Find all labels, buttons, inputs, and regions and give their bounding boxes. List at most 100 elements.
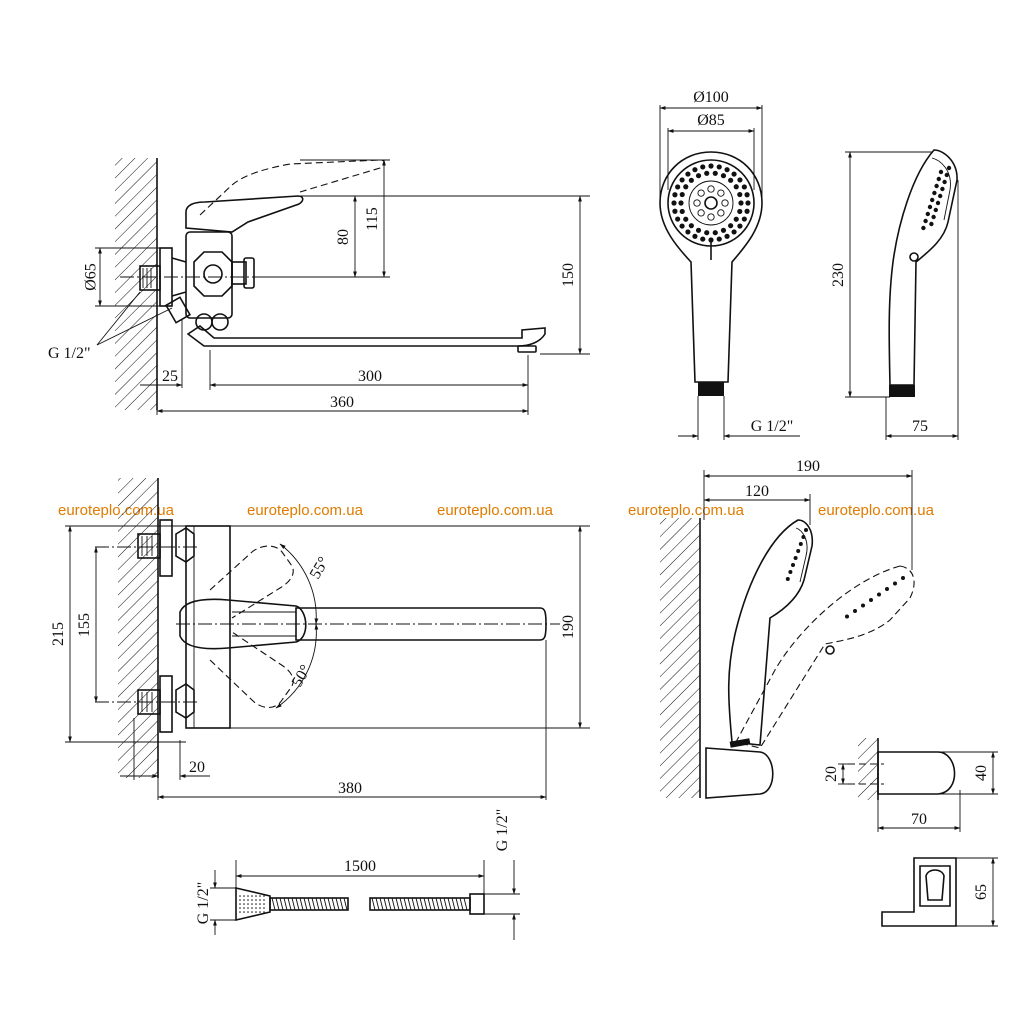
dim-g12-left: G 1/2": [195, 882, 212, 925]
watermark: euroteplo.com.ua: [247, 502, 364, 519]
nozzle: [737, 223, 743, 229]
shower-in-holder: [727, 519, 814, 746]
grid-dot: [263, 899, 265, 901]
nozzle: [692, 167, 698, 173]
dim-d230: 230: [830, 263, 847, 287]
grid-dot: [259, 907, 261, 909]
nozzle: [700, 164, 706, 170]
hose-coil: [439, 897, 444, 911]
nozzle: [737, 191, 743, 198]
hose-coil: [427, 897, 432, 911]
dim-d120: 120: [745, 483, 769, 500]
grid-dot: [243, 895, 245, 897]
nozzle: [737, 177, 743, 183]
nozzle: [675, 216, 681, 222]
grid-dot: [239, 895, 241, 897]
nozzle: [788, 570, 793, 574]
grid-dot: [263, 911, 265, 913]
nozzle: [683, 184, 689, 190]
wall-holder: [705, 747, 774, 799]
thread-connector: [698, 382, 724, 396]
hose-coil: [387, 897, 392, 911]
lever-handle: [185, 195, 304, 233]
watermark: euroteplo.com.ua: [818, 502, 935, 519]
nozzle: [901, 576, 905, 580]
grid-dot: [239, 903, 241, 905]
hose-view: 1500 G 1/2" G 1/2": [195, 809, 520, 940]
nozzle: [733, 216, 739, 222]
hose-coil: [399, 897, 404, 911]
shower-side-outline: [888, 149, 958, 386]
hose-coil: [431, 897, 436, 911]
nozzle: [930, 197, 935, 203]
hose-coils: [271, 897, 468, 911]
nozzle: [927, 204, 933, 210]
hose-coil: [463, 897, 468, 911]
nozzle: [793, 556, 798, 560]
nozzle: [933, 207, 938, 213]
dim-g12: G 1/2": [48, 345, 91, 362]
wall-hatch: [115, 158, 157, 410]
nozzle: [744, 192, 750, 198]
nozzle: [679, 191, 685, 198]
nozzle: [720, 227, 727, 233]
nozzle: [940, 186, 945, 192]
hose-coil: [423, 897, 428, 911]
dim-d80: 80: [335, 229, 352, 245]
nozzle: [785, 577, 790, 581]
bracket-body: [877, 751, 956, 795]
nozzle: [925, 211, 930, 217]
hose-coil: [307, 897, 312, 911]
nut: [193, 251, 233, 297]
spray-nozzles: [671, 163, 751, 243]
dim-d150: 150: [560, 263, 577, 287]
hose-coil: [415, 897, 420, 911]
nozzle: [672, 208, 678, 214]
nozzle: [675, 184, 681, 190]
grid-dot: [255, 907, 257, 909]
nozzle: [717, 189, 725, 197]
grid-dot: [251, 899, 253, 901]
hose-coil: [435, 897, 440, 911]
holder-side-view: 190 120: [660, 458, 915, 799]
grid-dot: [247, 907, 249, 909]
nozzle: [708, 163, 714, 169]
dim-d115: 115: [364, 207, 381, 230]
grid-dot: [255, 899, 257, 901]
hose-coil: [271, 897, 276, 911]
hose-coil: [447, 897, 452, 911]
nozzle: [861, 603, 865, 608]
side-nozzles: [921, 165, 952, 231]
dim-d85: Ø85: [697, 112, 725, 129]
hose-cone-pattern: [239, 895, 265, 913]
hose-coil: [295, 897, 300, 911]
hose-coil: [403, 897, 408, 911]
side-nozzles: [785, 528, 905, 619]
nozzle: [679, 223, 685, 229]
nozzle: [704, 170, 710, 176]
watermark-row: euroteplo.com.ua euroteplo.com.ua eurote…: [58, 502, 935, 519]
hose-nut: [469, 893, 485, 915]
hose-cone: [235, 886, 271, 922]
nozzle: [707, 213, 715, 221]
grid-dot: [243, 903, 245, 905]
grid-dot: [247, 899, 249, 901]
nozzle: [688, 223, 694, 229]
grid-dot: [255, 895, 257, 897]
nozzle: [741, 184, 747, 190]
hose-coil: [291, 897, 296, 911]
hose-coil: [459, 897, 464, 911]
dim-d215: 215: [50, 622, 67, 646]
hose-coil: [391, 897, 396, 911]
nozzle: [944, 172, 949, 178]
nozzle: [728, 177, 734, 183]
hose-coil: [375, 897, 380, 911]
grid-dot: [259, 911, 261, 913]
nozzle: [712, 170, 718, 176]
hose-coil: [279, 897, 284, 911]
nozzle: [688, 177, 694, 183]
bracket-front-view: 65: [881, 857, 998, 927]
nozzle: [804, 528, 808, 532]
spout: [186, 324, 546, 347]
